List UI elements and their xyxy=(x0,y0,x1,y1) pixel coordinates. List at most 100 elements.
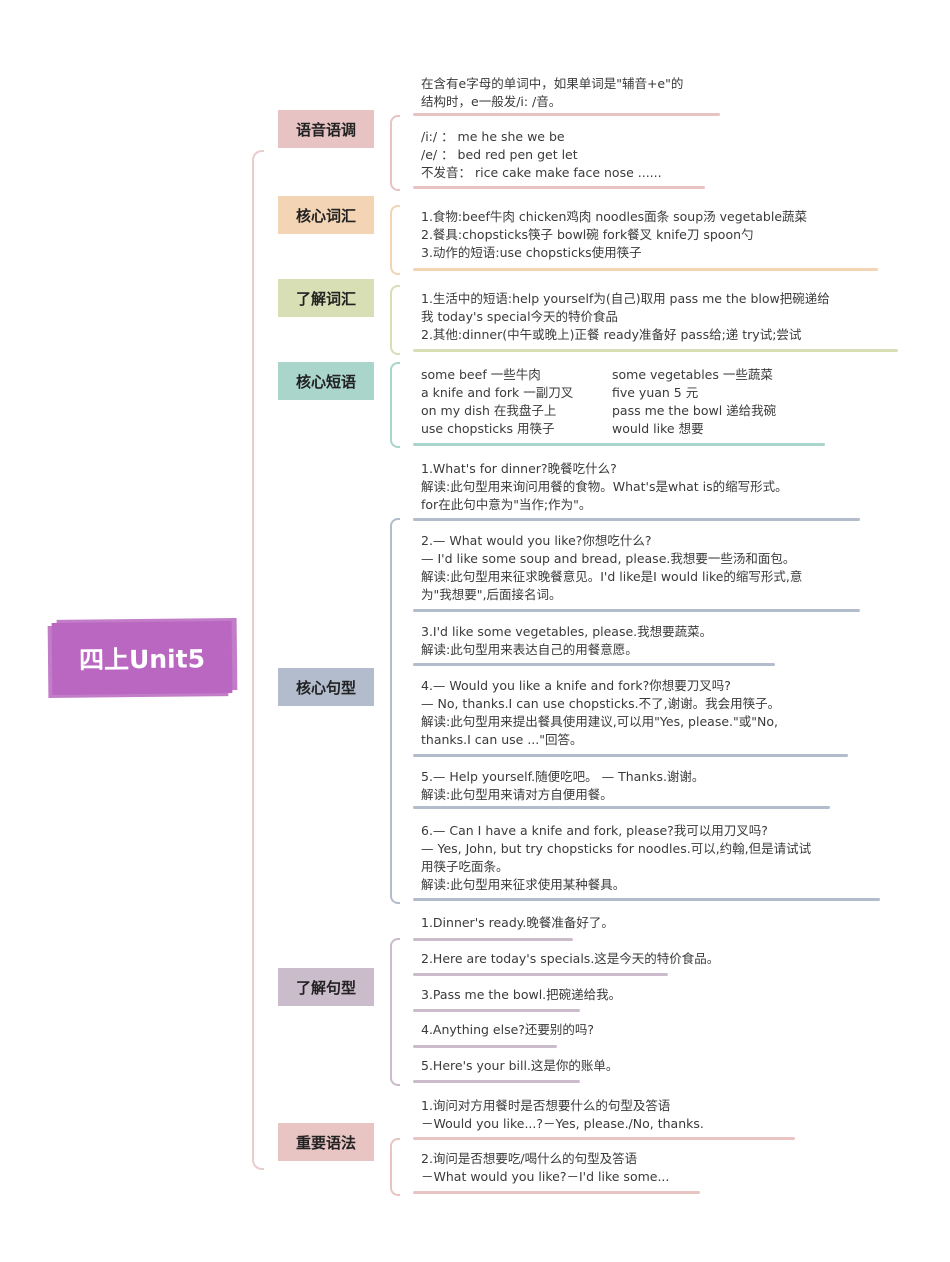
branch-bracket xyxy=(390,115,400,191)
branch-item: 3.I'd like some vegetables, please.我想要蔬菜… xyxy=(421,623,712,659)
item-line: 结构时，e一般发/i: /音。 xyxy=(421,94,562,109)
item-line: 2.询问是否想要吃/喝什么的句型及答语 xyxy=(421,1151,638,1166)
item-line: 解读:此句型用来征求晚餐意见。I'd like是I would like的缩写形… xyxy=(421,569,803,584)
item-line: some vegetables 一些蔬菜 xyxy=(612,367,773,382)
branch-item: 5.Here's your bill.这是你的账单。 xyxy=(421,1057,618,1075)
branch-item: 6.— Can I have a knife and fork, please?… xyxy=(421,822,811,894)
item-line: 不发音： rice cake make face nose ...... xyxy=(421,165,662,180)
branch-item: 2.询问是否想要吃/喝什么的句型及答语 －What would you like?… xyxy=(421,1150,669,1186)
item-line: 2.Here are today's specials.这是今天的特价食品。 xyxy=(421,951,720,966)
item-underline xyxy=(413,806,830,809)
branch-bracket xyxy=(390,518,400,904)
item-line: 1.食物:beef牛肉 chicken鸡肉 noodles面条 soup汤 ve… xyxy=(421,209,808,224)
branch-item: 5.— Help yourself.随便吃吧。 — Thanks.谢谢。解读:此… xyxy=(421,768,704,804)
item-underline xyxy=(413,1045,557,1048)
item-line: 解读:此句型用来请对方自便用餐。 xyxy=(421,787,613,802)
item-line: 解读:此句型用来表达自己的用餐意愿。 xyxy=(421,642,638,657)
item-underline xyxy=(413,898,880,901)
item-line: 1.Dinner's ready.晚餐准备好了。 xyxy=(421,915,614,930)
item-line: five yuan 5 元 xyxy=(612,385,699,400)
item-underline xyxy=(413,268,878,271)
item-line: 用筷子吃面条。 xyxy=(421,859,509,874)
branch-item: 2.Here are today's specials.这是今天的特价食品。 xyxy=(421,950,719,968)
item-line: 解读:此句型用来询问用餐的食物。What's是what is的缩写形式。 xyxy=(421,479,788,494)
branch-label[interactable]: 了解词汇 xyxy=(278,279,374,317)
branch-item: 1.食物:beef牛肉 chicken鸡肉 noodles面条 soup汤 ve… xyxy=(421,208,807,262)
item-line: a knife and fork 一副刀叉 xyxy=(421,385,574,400)
item-underline xyxy=(413,754,848,757)
item-line: 2.— What would you like?你想吃什么? xyxy=(421,533,652,548)
item-underline xyxy=(413,663,775,666)
item-line: — Yes, John, but try chopsticks for nood… xyxy=(421,841,812,856)
item-line: — I'd like some soup and bread, please.我… xyxy=(421,551,796,566)
branch-item: 在含有e字母的单词中，如果单词是"辅音+e"的结构时，e一般发/i: /音。 xyxy=(421,75,683,111)
item-underline xyxy=(413,113,720,116)
item-line: 解读:此句型用来征求使用某种餐具。 xyxy=(421,877,626,892)
item-line: －Would you like...?－Yes, please./No, tha… xyxy=(421,1116,704,1131)
item-line: some beef 一些牛肉 xyxy=(421,367,541,382)
item-line: 1.What's for dinner?晚餐吃什么? xyxy=(421,461,617,476)
item-line: 5.Here's your bill.这是你的账单。 xyxy=(421,1058,619,1073)
branch-item: 3.Pass me the bowl.把碗递给我。 xyxy=(421,986,621,1004)
item-underline xyxy=(413,443,825,446)
branch-label[interactable]: 核心句型 xyxy=(278,668,374,706)
item-underline xyxy=(413,349,898,352)
item-line: －What would you like?－I'd like some... xyxy=(421,1169,670,1184)
item-underline xyxy=(413,1137,795,1140)
item-line: /e/ ： bed red pen get let xyxy=(421,147,578,162)
branch-bracket xyxy=(390,205,400,275)
branch-item: some vegetables 一些蔬菜 five yuan 5 元 pass m… xyxy=(612,366,776,438)
item-line: — No, thanks.I can use chopsticks.不了,谢谢。… xyxy=(421,696,781,711)
item-line: 1.询问对方用餐时是否想要什么的句型及答语 xyxy=(421,1098,671,1113)
item-line: 我 today's special今天的特价食品 xyxy=(421,309,619,324)
item-line: 在含有e字母的单词中，如果单词是"辅音+e"的 xyxy=(421,76,684,91)
item-underline xyxy=(413,1191,700,1194)
branch-label[interactable]: 核心短语 xyxy=(278,362,374,400)
branch-bracket xyxy=(390,285,400,355)
item-line: on my dish 在我盘子上 xyxy=(421,403,557,418)
item-line: 4.— Would you like a knife and fork?你想要刀… xyxy=(421,678,731,693)
branch-bracket xyxy=(390,938,400,1086)
branch-item: 4.— Would you like a knife and fork?你想要刀… xyxy=(421,677,780,749)
branch-bracket xyxy=(390,362,400,448)
branch-item: 1.生活中的短语:help yourself为(自己)取用 pass me th… xyxy=(421,290,830,344)
item-line: 3.动作的短语:use chopsticks使用筷子 xyxy=(421,245,642,260)
item-line: /i:/ ： me he she we be xyxy=(421,129,565,144)
item-line: would like 想要 xyxy=(612,421,704,436)
item-line: 1.生活中的短语:help yourself为(自己)取用 pass me th… xyxy=(421,291,830,306)
item-line: 5.— Help yourself.随便吃吧。 — Thanks.谢谢。 xyxy=(421,769,705,784)
root-node[interactable]: 四上Unit5 xyxy=(51,621,233,695)
item-line: use chopsticks 用筷子 xyxy=(421,421,555,436)
branch-item: /i:/ ： me he she we be/e/ ： bed red pen … xyxy=(421,128,662,182)
branch-item: 1.What's for dinner?晚餐吃什么? 解读:此句型用来询问用餐的食… xyxy=(421,460,788,514)
item-line: 2.其他:dinner(中午或晚上)正餐 ready准备好 pass给;递 tr… xyxy=(421,327,802,342)
item-line: 3.Pass me the bowl.把碗递给我。 xyxy=(421,987,622,1002)
branch-label[interactable]: 重要语法 xyxy=(278,1123,374,1161)
branch-label[interactable]: 了解句型 xyxy=(278,968,374,1006)
branch-item: 1.Dinner's ready.晚餐准备好了。 xyxy=(421,914,614,932)
item-underline xyxy=(413,973,668,976)
item-line: pass me the bowl 递给我碗 xyxy=(612,403,777,418)
item-line: 3.I'd like some vegetables, please.我想要蔬菜… xyxy=(421,624,713,639)
branch-label[interactable]: 语音语调 xyxy=(278,110,374,148)
item-line: 解读:此句型用来提出餐具使用建议,可以用"Yes, please."或"No, xyxy=(421,714,778,729)
item-underline xyxy=(413,1009,580,1012)
item-line: for在此句中意为"当作;作为"。 xyxy=(421,497,592,512)
branch-label[interactable]: 核心词汇 xyxy=(278,196,374,234)
trunk-bracket xyxy=(252,150,264,1170)
branch-bracket xyxy=(390,1138,400,1196)
item-underline xyxy=(413,186,705,189)
item-line: 为"我想要",后面接名词。 xyxy=(421,587,562,602)
item-line: thanks.I can use ..."回答。 xyxy=(421,732,583,747)
item-underline xyxy=(413,518,860,521)
item-line: 4.Anything else?还要别的吗? xyxy=(421,1022,595,1037)
item-underline xyxy=(413,1080,580,1083)
branch-item: some beef 一些牛肉 a knife and fork 一副刀叉 on m… xyxy=(421,366,573,438)
item-underline xyxy=(413,609,860,612)
item-line: 2.餐具:chopsticks筷子 bowl碗 fork餐叉 knife刀 sp… xyxy=(421,227,754,242)
item-underline xyxy=(413,938,573,941)
item-line: 6.— Can I have a knife and fork, please?… xyxy=(421,823,768,838)
branch-item: 4.Anything else?还要别的吗? xyxy=(421,1021,594,1039)
branch-item: 2.— What would you like?你想吃什么? — I'd lik… xyxy=(421,532,802,604)
branch-item: 1.询问对方用餐时是否想要什么的句型及答语 －Would you like...?… xyxy=(421,1097,704,1133)
